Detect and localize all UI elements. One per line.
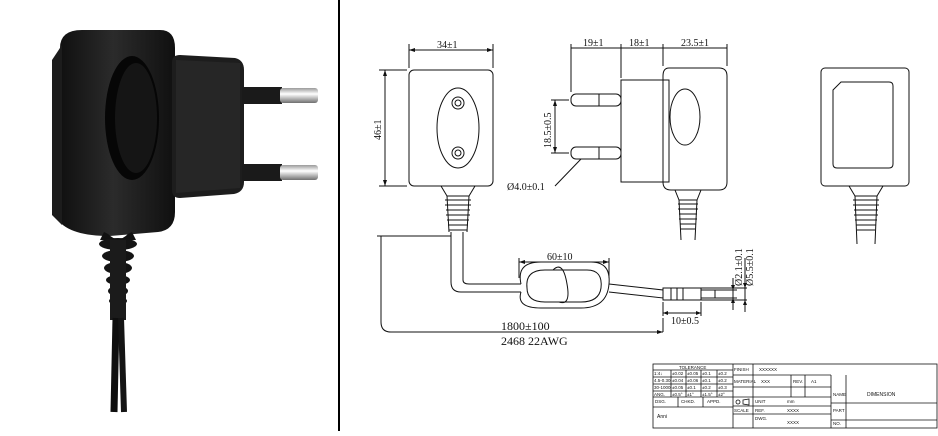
designer-name: Anni — [657, 414, 667, 420]
no-label: NO. — [833, 421, 841, 426]
svg-text:±0.02: ±0.02 — [672, 371, 684, 376]
dim-height-label: 46±1 — [373, 120, 384, 141]
dwg-label: DWG. — [755, 416, 767, 421]
svg-text:±0.1: ±0.1 — [687, 385, 696, 390]
svg-text:±0.1: ±0.1 — [702, 378, 711, 383]
svg-text:±0.3: ±0.3 — [718, 385, 727, 390]
dim-dc-inner-label: Ø2.1±0.1 — [734, 248, 745, 286]
front-view-socket — [436, 87, 480, 169]
dim-width-label: 34±1 — [437, 40, 458, 51]
part-label: PART — [833, 408, 845, 413]
cable-length-dim — [380, 236, 663, 333]
unit-label: UNIT — [755, 399, 766, 404]
svg-text:±0.1: ±0.1 — [702, 371, 711, 376]
svg-text:4.5-0.30: 4.5-0.30 — [654, 378, 671, 383]
front-view-body — [408, 69, 494, 187]
svg-text:±0.05: ±0.05 — [687, 371, 699, 376]
front-strain-relief — [445, 199, 471, 231]
product-photo — [0, 0, 340, 431]
name-value: DIMENSION — [867, 392, 896, 398]
material-value: XXX — [761, 379, 770, 384]
cable-coil — [519, 261, 610, 309]
dim-cable-length-label: 1800±100 — [501, 319, 550, 333]
projection-symbol — [735, 399, 741, 405]
dim-pin-length-label: 19±1 — [583, 38, 604, 49]
dim-dc-outer-label: Ø5.5±0.1 — [745, 248, 756, 286]
finish-value: XXXXXX — [759, 367, 777, 372]
dwg-value: XXXX — [787, 420, 799, 425]
ref-label: REF. — [755, 408, 765, 413]
dsg-label: DSG. — [655, 399, 666, 404]
svg-text:±0.2: ±0.2 — [718, 371, 727, 376]
dim-coil-label: 60±10 — [547, 252, 573, 263]
rev-value: A1 — [811, 379, 817, 384]
appd-label: APPD. — [707, 399, 721, 404]
dim-body-mid-label: 18±1 — [629, 38, 650, 49]
dim-depth-label: 23.5±1 — [681, 38, 709, 49]
svg-text:±0.04: ±0.04 — [672, 378, 684, 383]
svg-text:±0.06: ±0.06 — [687, 378, 699, 383]
cable-line-1 — [450, 232, 521, 293]
finish-label: FINISH — [734, 367, 749, 372]
svg-text:±1.5°: ±1.5° — [702, 392, 713, 397]
unit-value: mm — [787, 399, 795, 404]
material-label: MATERIAL — [734, 379, 757, 384]
svg-text:±1°: ±1° — [687, 392, 694, 397]
scale-label: SCALE — [734, 408, 749, 413]
dimension-drawing: 34±1 46±1 19±1 18±1 23.5±1 18.5±0.5 Ø4.0… — [341, 0, 938, 431]
cable-spec-label: 2468 22AWG — [501, 334, 568, 348]
tolerance-label: TOLERANCE — [679, 365, 706, 370]
svg-text:1:4↓: 1:4↓ — [654, 371, 663, 376]
svg-text:ANG.: ANG. — [654, 392, 665, 397]
ref-value: XXXX — [787, 408, 799, 413]
tolerance-table: 1:4↓ ±0.02 ±0.05 ±0.1 ±0.2 4.5-0.30 ±0.0… — [654, 371, 727, 397]
svg-text:±0.2: ±0.2 — [718, 378, 727, 383]
chkd-label: CHKD. — [681, 399, 695, 404]
name-label: NAME — [833, 392, 846, 397]
svg-text:±0.05: ±0.05 — [672, 385, 684, 390]
svg-text:±2°: ±2° — [718, 392, 725, 397]
dim-pin-spacing-label: 18.5±0.5 — [543, 113, 554, 149]
svg-text:±0.5°: ±0.5° — [672, 392, 683, 397]
dim-plug-length-label: 10±0.5 — [671, 316, 699, 327]
dim-pin-diameter-label: Ø4.0±0.1 — [507, 182, 545, 193]
rev-label: REV. — [793, 379, 803, 384]
svg-text:±0.2: ±0.2 — [702, 385, 711, 390]
adapter-photo-image — [52, 30, 318, 413]
drawing-canvas: 34±1 46±1 19±1 18±1 23.5±1 18.5±0.5 Ø4.0… — [373, 38, 938, 429]
svg-text:30-1000: 30-1000 — [654, 385, 671, 390]
title-block — [652, 363, 938, 429]
side-view-body — [662, 67, 728, 191]
